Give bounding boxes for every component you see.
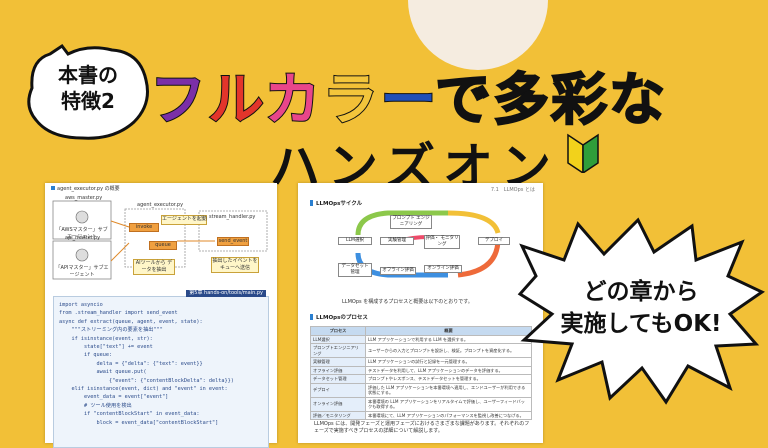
speech-line-2: 実施してもOK! [560, 311, 722, 337]
right-page-header: 7.1 LLMOps とは [490, 187, 535, 193]
table-cell-process: データセット管理 [310, 374, 366, 384]
headline-segment: カ [263, 67, 323, 134]
table-cell-summary: 本番環境にて、LLM アプリケーションのパフォーマンスを監視し改善につなげる。 [365, 410, 532, 420]
right-book-page: 7.1 LLMOps とは LLMOpsサイクル プロンプト エンジニアリング … [298, 183, 543, 443]
invoke-note: エージェントを起動 [161, 215, 207, 225]
code-line: """ストリーミング内の要素を抽出""" [59, 327, 163, 334]
node-aws-master-role: 「AWSマスター」サブエージェント [56, 227, 108, 240]
headline-segment: ラ [321, 67, 381, 134]
cycle-offline-eval: オフライン評価 [380, 267, 416, 275]
left-page-caption: agent_executor.py の概要 [51, 186, 120, 193]
table-cell-process: デプロイ [310, 382, 366, 398]
beginner-mark-icon [566, 129, 600, 175]
invoke-box: invoke [129, 223, 159, 232]
headline-segment: フ [149, 67, 208, 134]
left-book-page: agent_executor.py の概要 aws_master.py 「AWS… [45, 183, 277, 448]
architecture-diagram-lines [52, 200, 268, 280]
code-line: from .stream_handler import send_event [59, 310, 178, 317]
node-stream-handler: stream_handler.py [209, 214, 256, 220]
code-line: elif isinstance(event, dict) and "event"… [59, 386, 228, 393]
cycle-experiment: 実験管理 [380, 237, 414, 245]
table-row: デプロイ評価した LLM アプリケーションを本番環境へ適用し、エンドユーザーが利… [310, 382, 532, 398]
table-cell-summary: LLM アプリケーションで利用する LLM を選択する。 [365, 334, 532, 344]
table-row: データセット管理プロンプトやレスポンス、テストデータセットを管理する。 [310, 374, 532, 384]
code-label: 第5章 hands-on/tools/main.py [186, 290, 266, 297]
code-line: {"event": {"contentBlockDelta": delta}}) [59, 377, 234, 384]
table-row: オフライン評価テストデータを利用して、LLM アプリケーションのデータを評価する… [310, 365, 532, 375]
badge-line-2: 特徴2 [61, 89, 115, 113]
table-cell-process: プロンプトエンジニアリング [310, 343, 366, 358]
headline-segment: ル [207, 67, 265, 134]
cycle-deploy: デプロイ [478, 237, 510, 245]
table-cell-process: 実験管理 [310, 357, 366, 367]
code-line: event_data = event["event"] [59, 394, 169, 401]
send-event-box: send_event [217, 237, 249, 246]
table-row: オンライン評価本番環境の LLM アプリケーションをリアルタイムで評価し、ユーザ… [310, 396, 532, 412]
table-cell-summary: ユーザーからの入力とプロンプトを設計し、検証。プロンプトを資産化する。 [365, 343, 532, 358]
code-line: block = event_data["contentBlockStart"] [59, 419, 219, 426]
badge-line-1: 本書の [58, 63, 118, 87]
code-line: async def extract(queue, agent, event, s… [59, 318, 203, 325]
node-agent-executor: agent_executor.py [137, 202, 184, 208]
burst-shape [517, 217, 766, 405]
table-row: 評価／モニタリング本番環境にて、LLM アプリケーションのパフォーマンスを監視し… [310, 410, 532, 420]
badge-bubble-shape [27, 43, 149, 140]
code-line: state["text"] += event [59, 344, 153, 351]
code-line: if isinstance(event, str): [59, 335, 153, 342]
headline-line-1: フルカラーで多彩な [149, 55, 667, 136]
code-listing: 第5章 hands-on/tools/main.py import asynci… [53, 290, 269, 448]
table-cell-summary: 本番環境の LLM アプリケーションをリアルタイムで評価し、ユーザーフィードバッ… [365, 396, 532, 412]
code-line: if "contentBlockStart" in event_data: [59, 411, 200, 418]
node-api-master: api_master.py [65, 235, 101, 241]
cycle-prompt-engineering: プロンプト エンジニアリング [390, 215, 432, 229]
headline-segment: で多彩な [434, 67, 667, 134]
queue-note: 抽出したイベントを キューへ送信 [211, 257, 259, 273]
table-cell-process: オフライン評価 [310, 365, 366, 375]
table-cell-summary: 評価した LLM アプリケーションを本番環境へ適用し、エンドユーザーが利用できる… [365, 382, 532, 398]
speech-line-1: どの章から [583, 279, 699, 305]
table-cell-process: オンライン評価 [310, 396, 366, 412]
code-line: await queue.put( [59, 369, 147, 376]
cycle-online-eval: オンライン評価 [424, 265, 462, 273]
tool-note: AIツールから データを抽出 [133, 259, 175, 275]
code-line: import asyncio [59, 302, 103, 308]
table-header: プロセス [310, 326, 366, 336]
cycle-caption: LLMOps を構成するプロセスと概要は以下のとおりです。 [342, 299, 473, 305]
table-cell-process: 評価／モニタリング [310, 410, 366, 420]
table-cell-process: LLM選択 [310, 334, 366, 344]
cycle-evaluation: 評価・ モニタリング [424, 235, 460, 249]
node-api-master-role: 「APIマスター」サブエージェント [55, 265, 109, 278]
headline-segment: ー [379, 67, 435, 134]
page-footer-text: LLMOps には、開発フェーズと運用フェーズにおけるさまざまな課題があります。… [314, 421, 530, 434]
table-row: プロンプトエンジニアリングユーザーからの入力とプロンプトを設計し、検証。プロンプ… [310, 343, 532, 358]
table-header: 概要 [365, 326, 532, 336]
code-lines: import asyncio from .stream_handler impor… [54, 297, 268, 431]
speech-burst: どの章から 実施してもOK! [516, 216, 766, 406]
section-llmops-process: LLMOpsのプロセス [310, 313, 368, 321]
code-line: # ツール使用を検出 [59, 402, 132, 409]
node-aws-master: aws_master.py [65, 195, 103, 201]
section-llmops-cycle: LLMOpsサイクル [310, 199, 362, 207]
table-cell-summary: テストデータを利用して、LLM アプリケーションのデータを評価する。 [365, 365, 532, 375]
table-cell-summary: LLM アプリケーションの試行と記録を一元管理する。 [365, 357, 532, 367]
queue-box: queue [149, 241, 177, 250]
cycle-dataset: データセット 管理 [338, 263, 372, 277]
cycle-llm-select: LLM選択 [338, 237, 372, 245]
code-line: if queue: [59, 352, 113, 359]
feature-badge: 本書の 特徴2 [22, 42, 154, 144]
code-line: delta = {"delta": {"text": event}} [59, 360, 203, 367]
table-cell-summary: プロンプトやレスポンス、テストデータセットを管理する。 [365, 374, 532, 384]
